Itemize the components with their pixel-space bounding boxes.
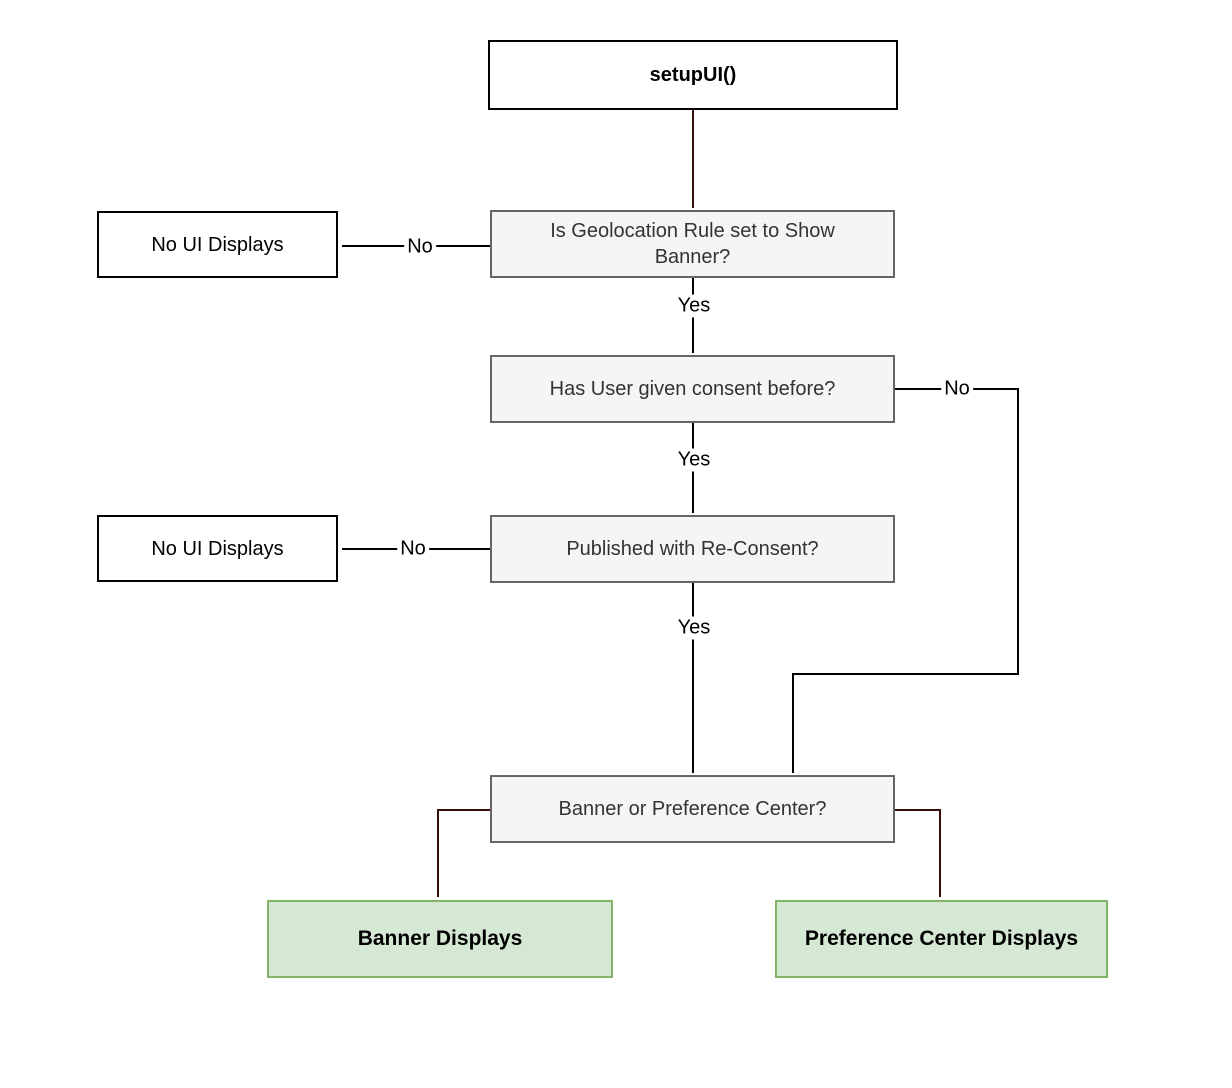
node-label: Preference Center Displays (804, 927, 1079, 950)
node-preference-center-displays: Preference Center Displays (775, 900, 1108, 978)
edge-label-consent-no: No (941, 377, 973, 401)
node-no-ui-displays-top: No UI Displays (97, 211, 338, 278)
edge-label-reconsent-yes: Yes (674, 616, 714, 640)
edge-consent-no-to-banner-or-pc (792, 388, 1019, 773)
node-label: No UI Displays (151, 233, 284, 256)
node-label: Is Geolocation Rule set to Show Banner? (550, 220, 835, 268)
node-banner-or-pc-question: Banner or Preference Center? (490, 775, 895, 843)
node-label: Banner or Preference Center? (558, 798, 827, 820)
node-setupui: setupUI() (488, 40, 898, 110)
node-no-ui-displays-mid: No UI Displays (97, 515, 338, 582)
edge-label-consent-yes: Yes (674, 448, 714, 472)
node-label: setupUI() (649, 64, 737, 86)
edge-label-geo-yes: Yes (674, 294, 714, 318)
node-label: Has User given consent before? (549, 378, 836, 400)
node-label: No UI Displays (151, 537, 284, 560)
edge-to-banner-displays (437, 809, 490, 897)
node-label: Banner Displays (357, 927, 523, 950)
node-label: Published with Re-Consent? (566, 538, 819, 560)
node-banner-displays: Banner Displays (267, 900, 613, 978)
node-geo-rule-question: Is Geolocation Rule set to Show Banner? (490, 210, 895, 278)
edge-to-pc-displays (895, 809, 941, 897)
edge-label-geo-no: No (404, 235, 436, 259)
node-consent-question: Has User given consent before? (490, 355, 895, 423)
node-reconsent-question: Published with Re-Consent? (490, 515, 895, 583)
edge-label-reconsent-no: No (397, 537, 429, 561)
